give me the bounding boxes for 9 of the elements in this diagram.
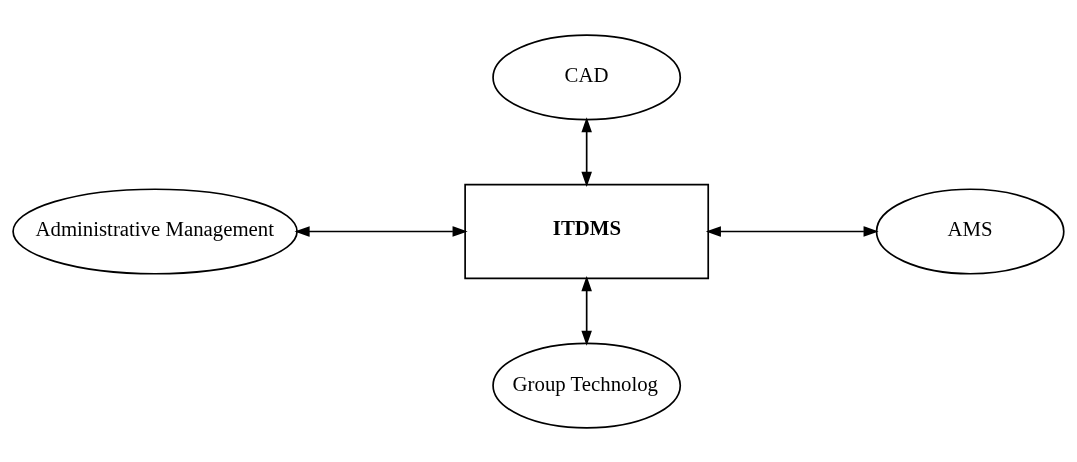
arrow bbox=[581, 275, 592, 346]
node-box: ITDMS bbox=[464, 183, 710, 279]
node-ellipse: Administrative Management bbox=[12, 187, 298, 275]
arrow bbox=[294, 225, 468, 237]
arrow bbox=[581, 116, 592, 187]
node-ellipse: AMS bbox=[875, 187, 1065, 275]
node-ellipse: CAD bbox=[492, 33, 682, 121]
node-ellipse: Group Technolog bbox=[492, 341, 682, 429]
arrow bbox=[705, 225, 879, 237]
